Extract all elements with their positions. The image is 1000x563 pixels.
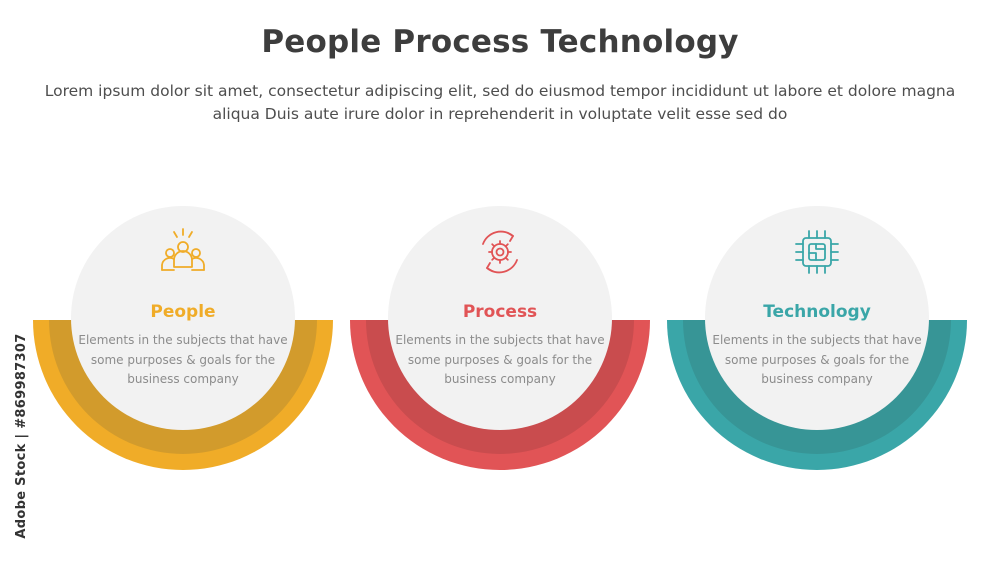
card-process-description: Elements in the subjects that have some … — [395, 333, 605, 386]
people-group-icon — [161, 228, 205, 271]
stock-watermark-label: Adobe Stock | #869987307 — [14, 333, 29, 539]
page-title: People Process Technology — [261, 24, 739, 60]
card-technology-heading: Technology — [763, 302, 871, 322]
card-process-shape — [350, 206, 650, 470]
card-process-heading: Process — [462, 302, 538, 322]
card-people-description: Elements in the subjects that have some … — [78, 333, 288, 386]
page-subtitle: Lorem ipsum dolor sit amet, consectetur … — [44, 82, 956, 123]
card-technology-shape — [667, 206, 967, 470]
card-process: Process Elements in the subjects that ha… — [350, 205, 650, 470]
card-people: People Elements in the subjects that hav… — [33, 205, 333, 470]
card-technology-description: Elements in the subjects that have some … — [712, 333, 922, 386]
gear-cycle-icon — [482, 230, 518, 274]
chip-icon — [795, 230, 839, 274]
card-people-heading: People — [150, 302, 216, 322]
card-technology: Technology Elements in the subjects that… — [667, 205, 967, 470]
card-people-shape — [33, 206, 333, 470]
